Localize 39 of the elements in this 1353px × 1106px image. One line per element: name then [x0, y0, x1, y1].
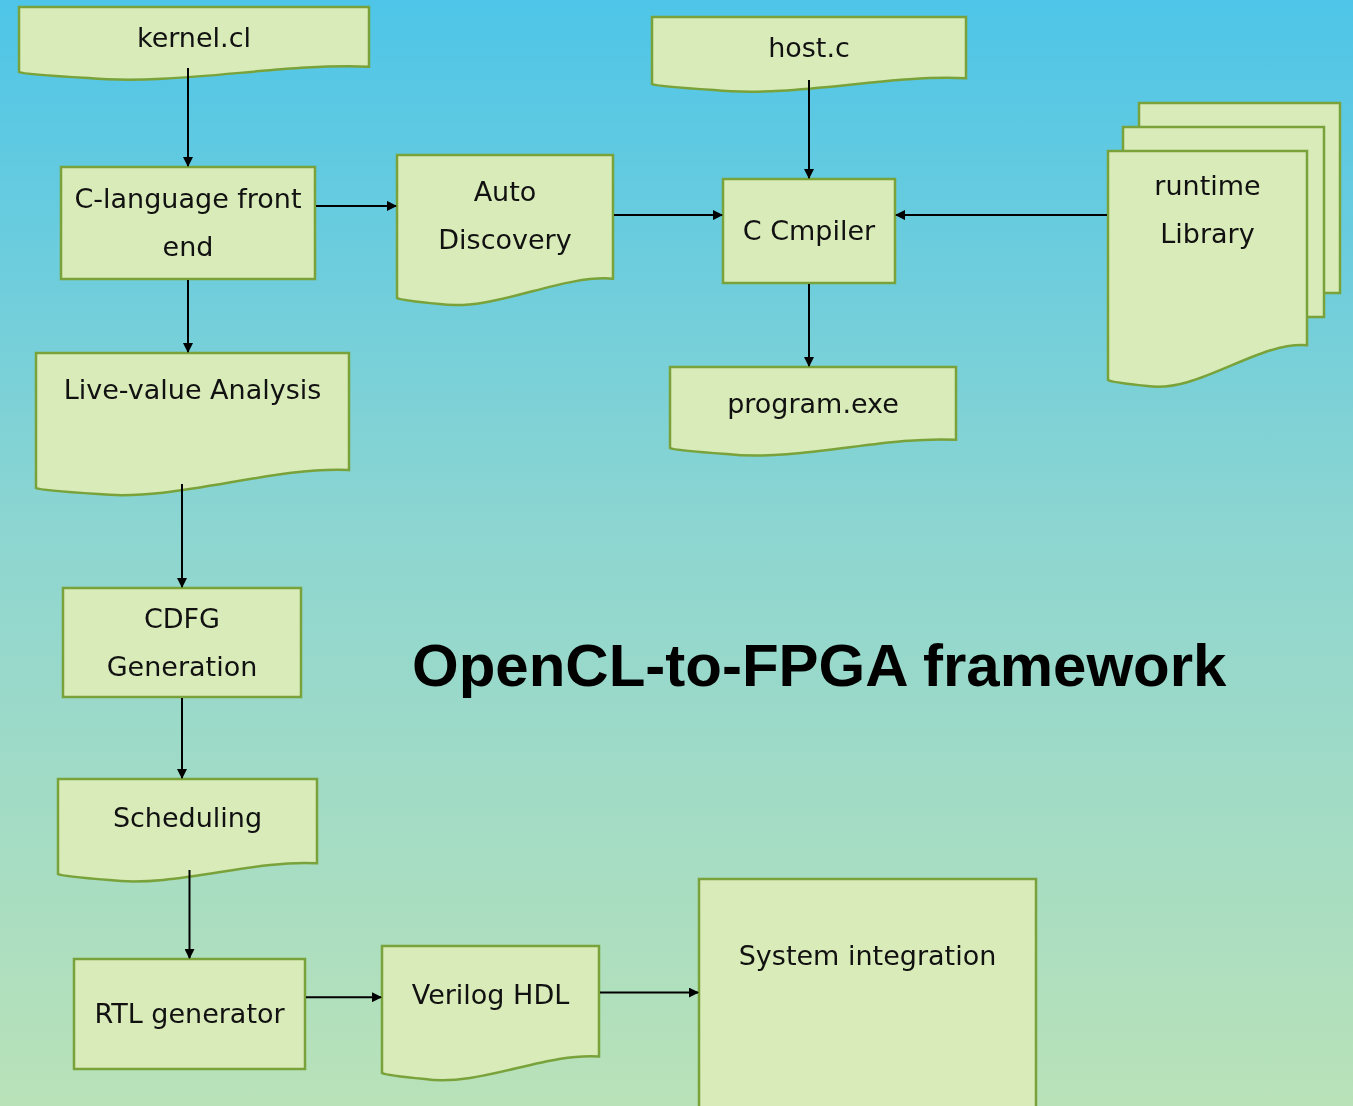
document-shape [57, 778, 318, 882]
arrow [177, 483, 187, 588]
diagram-title: OpenCL-to-FPGA framework [412, 631, 1227, 701]
document-shape [669, 366, 957, 456]
node-label: Scheduling [111, 801, 264, 835]
document-shape [35, 352, 350, 496]
arrow [804, 79, 814, 179]
document-shape [18, 6, 370, 80]
node-label: kernel.cl [135, 21, 253, 55]
node-label: runtime Library [1153, 169, 1262, 251]
arrow [599, 987, 699, 998]
multi-document-shape [1107, 102, 1340, 388]
arrow [895, 210, 1108, 221]
node-label: System integration [737, 939, 998, 973]
arrow [305, 992, 382, 1003]
node-label: Auto Discovery [437, 175, 573, 257]
process-box [73, 958, 306, 1070]
document-shape [651, 16, 967, 92]
node-label: C-language front end [73, 182, 303, 264]
document-shape [396, 154, 614, 306]
node-label: RTL generator [93, 997, 286, 1031]
node-label: CDFG Generation [105, 601, 259, 684]
node-label: C Cmpiler [741, 214, 877, 248]
process-box [698, 878, 1037, 1106]
node-label: Live-value Analysis [62, 373, 323, 407]
arrow [804, 283, 814, 367]
process-box [722, 178, 896, 284]
arrow [177, 697, 187, 779]
arrow [183, 67, 193, 167]
arrow [183, 279, 193, 353]
arrow [613, 210, 723, 221]
node-label: host.c [767, 31, 851, 65]
document-shape [381, 945, 600, 1081]
process-box [62, 587, 302, 698]
process-box [60, 166, 316, 280]
arrow [315, 200, 397, 211]
arrow [184, 869, 195, 959]
node-label: program.exe [726, 387, 900, 421]
node-label: Verilog HDL [410, 978, 571, 1012]
